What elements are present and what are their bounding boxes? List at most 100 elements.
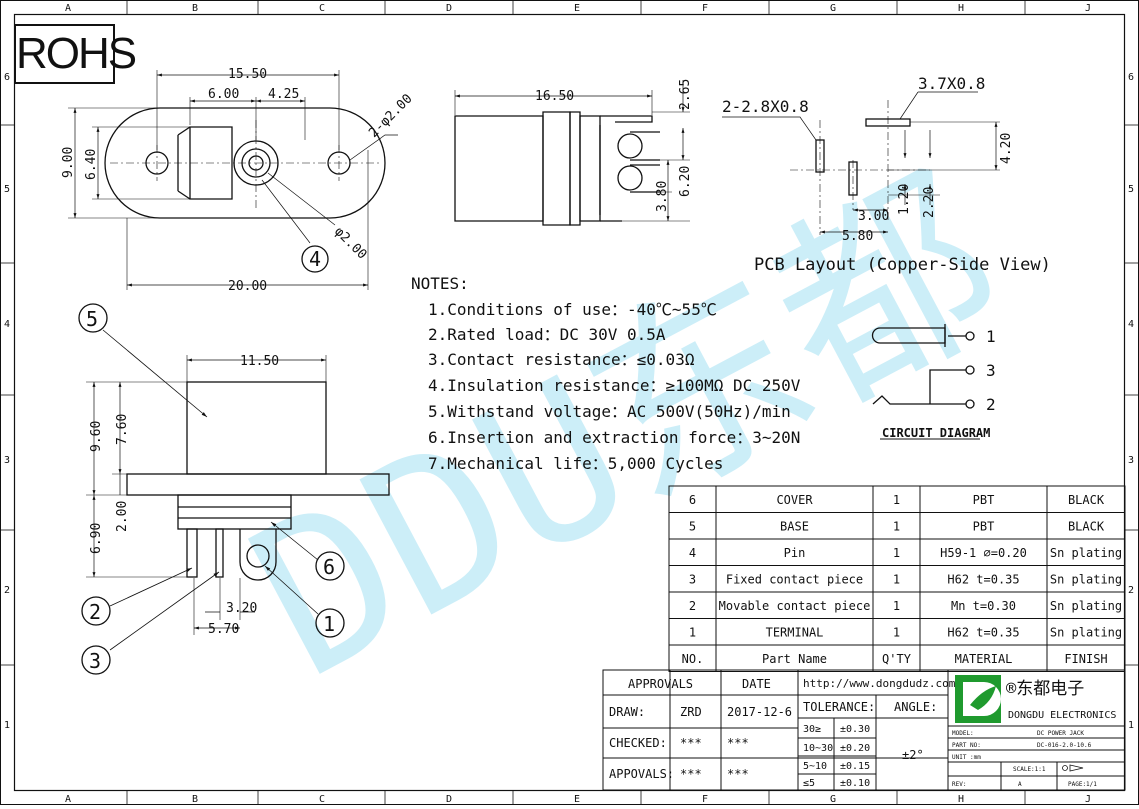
circuit-pin-2: 2 (986, 395, 996, 414)
notes-title: NOTES: (411, 274, 469, 293)
circuit-labels: 1 3 2 CIRCUIT DIAGRAM (882, 327, 996, 440)
title-block-labels: APPROVALS DATE DRAW: ZRD 2017-12-6 CHECK… (609, 677, 1116, 789)
grid-row-label: 1 (4, 720, 10, 731)
tb-url: http://www.dongdudz.com (803, 677, 956, 690)
bom-cell: 4 (689, 546, 696, 560)
bom-cell: TERMINAL (766, 626, 824, 640)
circuit-diagram (871, 324, 980, 440)
dim-pin: φ2.00 (331, 224, 369, 262)
pcb-layout (722, 91, 1000, 235)
bom-cell: PBT (973, 493, 995, 507)
circuit-pin-3: 3 (986, 361, 996, 380)
top-view (68, 70, 398, 290)
tb-draw-name: ZRD (680, 705, 702, 719)
pcb-dim-4-20: 4.20 (999, 133, 1014, 164)
grid-row-label: 6 (4, 72, 10, 83)
dim-6-00: 6.00 (208, 87, 239, 102)
tb-tol-value-2: ±0.20 (840, 743, 870, 754)
circuit-caption: CIRCUIT DIAGRAM (882, 426, 990, 440)
bom-cell: PBT (973, 520, 995, 534)
tb-rev-value: A (1018, 781, 1022, 788)
tb-model-value: DC POWER JACK (1037, 730, 1084, 737)
tb-company-en: DONGDU ELECTRONICS (1008, 710, 1116, 721)
bom-cell: Sn plating (1050, 546, 1122, 560)
grid-col-label: B (192, 3, 198, 14)
tb-tol-range-4: ≤5 (803, 778, 815, 789)
grid-row-label: 3 (1128, 455, 1134, 466)
tb-tolerance: TOLERANCE: (803, 700, 875, 714)
bom-cell: 5 (689, 520, 696, 534)
tb-part-value: DC-016-2.0-10.6 (1037, 742, 1092, 749)
grid-row-label: 3 (4, 455, 10, 466)
note-4: 4.Insulation resistance：≥100MΩ DC 250V (428, 376, 801, 395)
dim-15-50: 15.50 (228, 67, 267, 82)
callout-1: 1 (323, 612, 335, 636)
note-2: 2.Rated load：DC 30V 0.5A (428, 325, 666, 344)
tb-tol-value-1: ±0.30 (840, 724, 870, 735)
projection-cone-icon (1069, 764, 1084, 772)
tb-model-label: MODEL: (952, 730, 974, 737)
grid-row-label: 5 (1128, 184, 1134, 195)
tb-angle-value: ±2° (902, 748, 924, 762)
pcb-dim-2-20: 2.20 (922, 187, 937, 218)
rohs-badge: ROHS (14, 24, 137, 84)
grid-col-label: J (1085, 794, 1091, 805)
grid-col-label: E (574, 3, 580, 14)
tb-page-label: PAGE:1/1 (1068, 781, 1097, 788)
dim-16-50: 16.50 (535, 89, 574, 104)
dim-6-40: 6.40 (84, 149, 99, 180)
grid-row-label: 4 (4, 319, 10, 330)
bom-cell: 1 (893, 599, 900, 613)
front-view-labels: 11.50 9.60 7.60 2.00 6.90 3.20 5.70 5 6 … (86, 307, 335, 673)
tb-checked: CHECKED: (609, 736, 667, 750)
dim-20-00: 20.00 (228, 279, 267, 294)
dim-5-70: 5.70 (208, 622, 239, 637)
callout-2: 2 (89, 600, 101, 624)
bom-frame (668, 485, 1126, 672)
tb-rev-label: REV: (952, 781, 966, 788)
bom-cell: 2 (689, 599, 696, 613)
bom-header-cell: FINISH (1064, 652, 1107, 666)
grid-col-label: J (1085, 3, 1091, 14)
grid-col-label: D (446, 3, 452, 14)
pcb-slot-right: 3.7X0.8 (918, 74, 985, 93)
tb-checked-name: *** (680, 736, 702, 750)
dim-holes: 2-φ2.00 (366, 91, 415, 140)
tb-appovals: APPOVALS: (609, 767, 674, 781)
grid-row-label: 1 (1128, 720, 1134, 731)
bom-cell: 3 (689, 573, 696, 587)
bom-cell: 1 (689, 626, 696, 640)
tb-appovals-name: *** (680, 767, 702, 781)
dim-6-90: 6.90 (89, 523, 104, 554)
bom-cell: H62 t=0.35 (947, 573, 1019, 587)
bom-cell: 1 (893, 493, 900, 507)
grid-col-label: G (830, 3, 836, 14)
bom-cell: 6 (689, 493, 696, 507)
tb-draw: DRAW: (609, 705, 645, 719)
tb-draw-date: 2017-12-6 (727, 705, 792, 719)
grid-col-label: D (446, 794, 452, 805)
bom-cell: 1 (893, 626, 900, 640)
dim-2-65: 2.65 (678, 79, 693, 110)
bom-header-cell: Q'TY (882, 652, 912, 666)
grid-col-label: F (702, 3, 708, 14)
dim-2-00: 2.00 (115, 501, 130, 532)
tb-tol-range-2: 10~30 (803, 743, 833, 754)
bom-cell: BLACK (1068, 493, 1105, 507)
grid-row-label: 4 (1128, 319, 1134, 330)
title-block (602, 669, 1126, 791)
circuit-pin-1: 1 (986, 327, 996, 346)
tb-date: DATE (742, 677, 771, 691)
note-1: 1.Conditions of use：-40℃~55℃ (428, 300, 717, 319)
tb-checked-date: *** (727, 736, 749, 750)
pcb-layout-labels: 2-2.8X0.8 3.7X0.8 4.20 1.20 2.20 3.00 5.… (722, 74, 1051, 275)
tb-scale-label: SCALE:1:1 (1013, 766, 1046, 773)
pcb-dim-5-80: 5.80 (842, 229, 873, 244)
bom-cell: COVER (776, 493, 813, 507)
bom-header-cell: Part Name (762, 652, 827, 666)
bom-cell: Movable contact piece (719, 599, 871, 613)
